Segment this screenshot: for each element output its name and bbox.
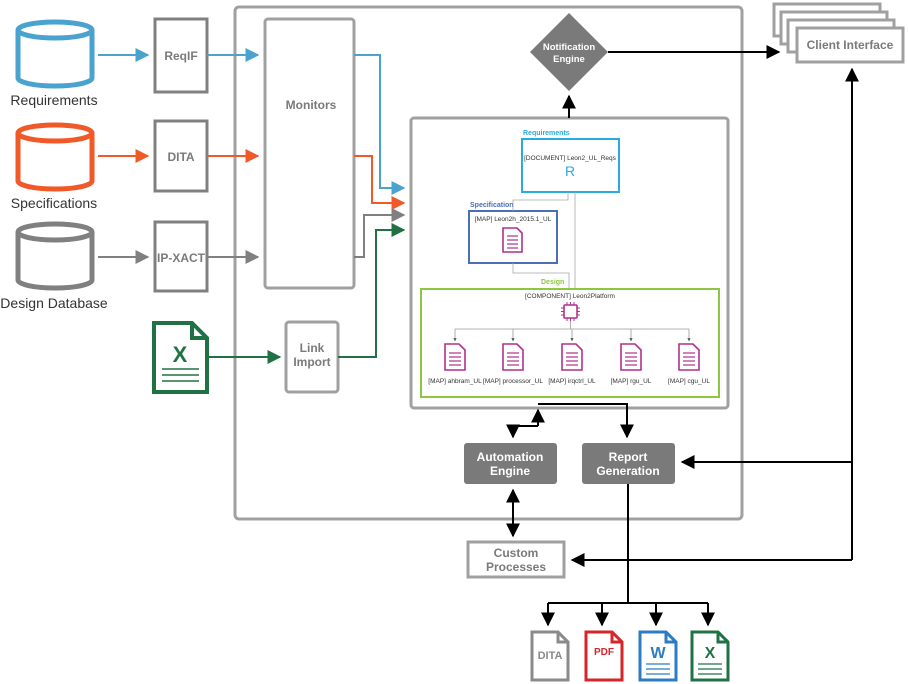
reqif-label: ReqIF — [164, 49, 197, 63]
monitors-label: Monitors — [286, 98, 337, 112]
link-import-label-line1: Link — [300, 341, 325, 355]
dita-converter-box[interactable] — [153, 119, 209, 193]
excel-file-glyph: X — [173, 342, 188, 367]
requirements-r-icon: R — [565, 163, 575, 179]
report-generation-label-line2: Generation — [596, 464, 659, 478]
specification-doc-icon — [502, 227, 523, 253]
map-doc-icon — [502, 343, 524, 371]
excel-file-icon — [152, 321, 209, 394]
ipxact-box[interactable] — [153, 220, 209, 293]
report-generation-label-line1: Report — [609, 450, 648, 464]
design-database-label: Design Database — [0, 295, 108, 311]
specifications-source-label: Specifications — [11, 195, 97, 211]
design-database-icon — [15, 221, 95, 291]
model-requirements-title: Requirements — [523, 130, 570, 137]
automation-engine-label-line1: Automation — [477, 450, 544, 464]
requirements-database-icon — [15, 19, 95, 89]
excel-output-icon — [690, 630, 730, 682]
notification-engine-label-line1: Notification — [543, 42, 595, 53]
map-doc-icon — [620, 343, 642, 371]
word-output-label: W — [650, 645, 666, 662]
model-design-title: Design — [541, 279, 564, 286]
requirements-document-box[interactable] — [521, 138, 620, 193]
notification-engine-label-line2: Engine — [553, 54, 585, 65]
spec-design-link — [512, 263, 570, 289]
word-output-icon — [638, 630, 678, 682]
design-tree-links — [453, 321, 691, 342]
map-doc-label: [MAP] processor_UL — [483, 378, 543, 385]
requirements-source-label: Requirements — [10, 92, 97, 108]
dita-output-label: DITA — [538, 650, 563, 662]
map-doc-label: [MAP] irqctrl_UL — [548, 378, 596, 385]
notification-engine-diamond[interactable] — [530, 13, 608, 91]
automation-engine-box[interactable] — [464, 443, 557, 484]
map-document-list: [MAP] ahbram_UL[MAP] processor_UL [MAP] i… — [428, 343, 710, 385]
map-doc-label: [MAP] ahbram_UL — [428, 378, 482, 385]
custom-processes-label-line1: Custom — [494, 546, 539, 560]
map-doc-icon — [678, 343, 700, 371]
map-doc-icon — [561, 343, 583, 371]
custom-processes-label-line2: Processes — [486, 560, 546, 574]
pdf-output-icon — [584, 630, 624, 682]
monitors-orange-arrow — [354, 155, 406, 210]
ipxact-label: IP-XACT — [157, 251, 206, 265]
report-generation-box[interactable] — [582, 443, 675, 484]
map-doc-label: [MAP] rgu_UL — [611, 378, 652, 385]
chip-icon — [561, 302, 580, 321]
model-engine-connectors — [506, 403, 634, 439]
output-branch — [541, 484, 715, 627]
automation-engine-label-line2: Engine — [490, 464, 530, 478]
monitors-blue-arrow — [354, 54, 406, 195]
specifications-database-icon — [15, 122, 95, 192]
specification-document-name: [MAP] Leon2h_2015.1_UL — [475, 216, 552, 223]
monitors-box[interactable] — [263, 17, 356, 290]
custom-processes-box[interactable] — [466, 540, 566, 579]
excel-output-label: X — [705, 645, 716, 662]
link-import-label-line2: Import — [293, 355, 330, 369]
client-interface-stack[interactable] — [772, 2, 905, 64]
pdf-output-label: PDF — [594, 647, 614, 658]
req-spec-link — [512, 192, 569, 211]
design-component-name: [COMPONENT] Leon2Platform — [525, 293, 615, 300]
dita-converter-label: DITA — [167, 150, 194, 164]
monitors-gray-arrow — [354, 208, 406, 258]
client-interface-label: Client Interface — [807, 38, 894, 52]
requirements-document-name: [DOCUMENT] Leon2_UL_Reqs — [524, 155, 617, 162]
model-specification-title: Specification — [470, 202, 514, 209]
map-doc-icon — [444, 343, 466, 371]
link-import-green-arrow — [338, 223, 406, 358]
dita-output-icon — [530, 630, 570, 682]
platform-container — [233, 5, 744, 521]
map-doc-label: [MAP] cgu_UL — [668, 378, 710, 385]
